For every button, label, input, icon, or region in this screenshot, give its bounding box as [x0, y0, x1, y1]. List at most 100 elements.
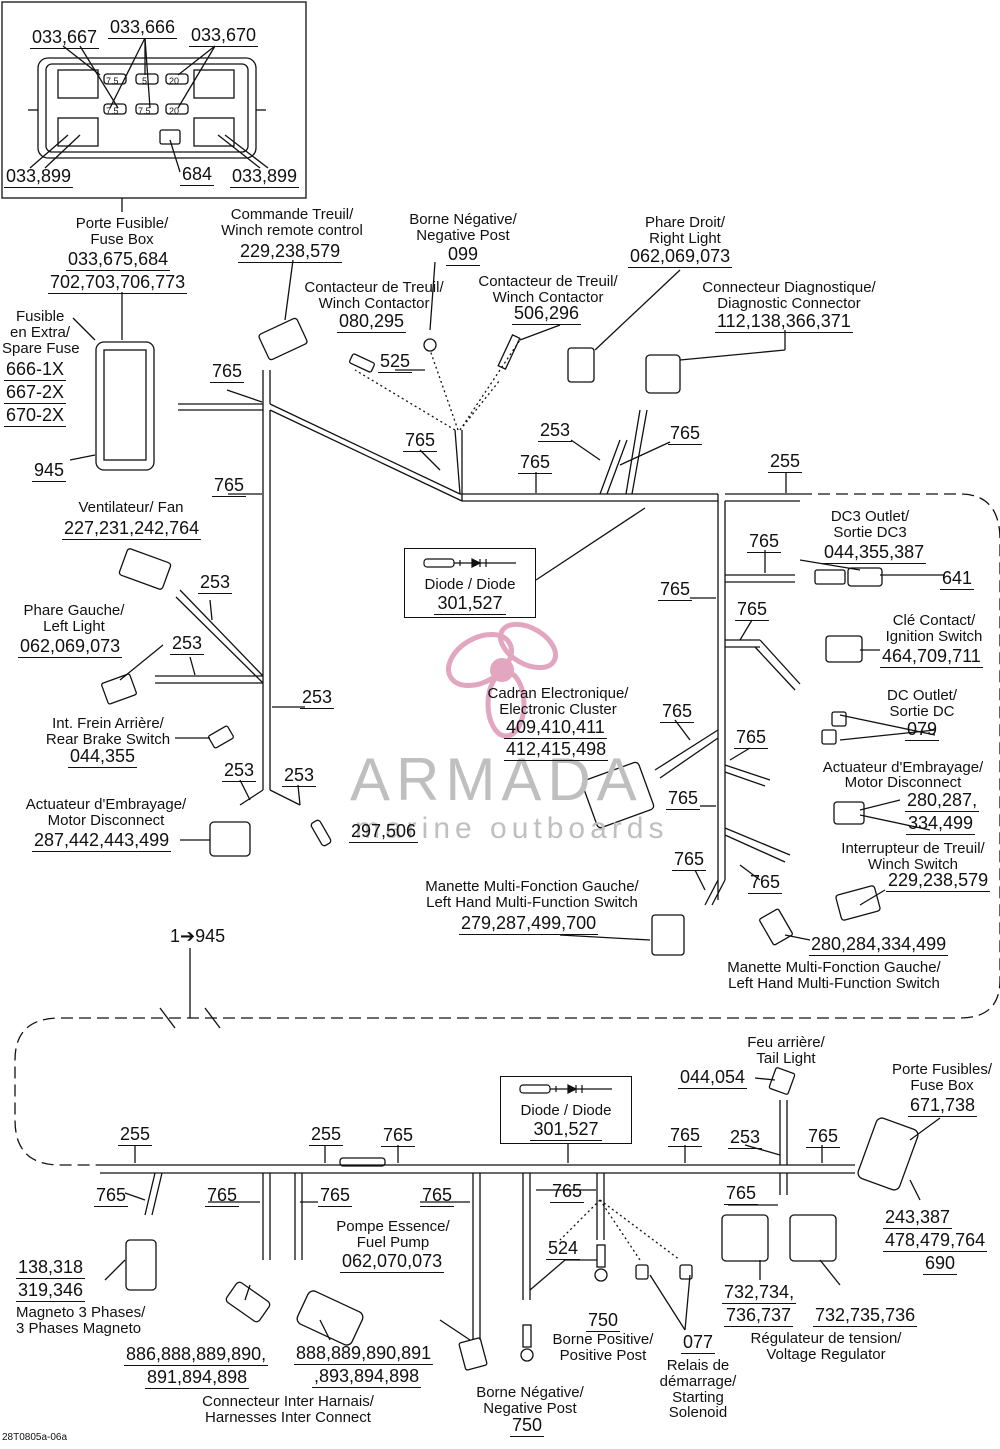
magneto-connector — [125, 1239, 157, 1291]
inter-connect-parts-3: 888,889,890,891 — [294, 1343, 434, 1365]
fan-connector — [118, 548, 172, 590]
rear-brake-parts: 044,355 — [68, 746, 138, 768]
neg-post-rear-label-fr: Borne Négative/ — [476, 1384, 584, 1401]
magneto-label-fr: Magneto 3 Phases/ — [16, 1304, 146, 1321]
harness-765: 765 — [212, 475, 247, 497]
diode-rear-box: Diode / Diode 301,527 — [500, 1076, 632, 1144]
diag-label-fr: Connecteur Diagnostique/ — [702, 279, 876, 296]
magneto-parts-2: 319,346 — [16, 1280, 86, 1302]
inset-part-033667: 033,667 — [30, 27, 100, 49]
fuse-box-rear-parts: 671,738 — [908, 1095, 978, 1117]
right-light-label-en: Right Light — [649, 230, 721, 247]
clutch-parts: 287,442,443,499 — [32, 830, 172, 852]
fuse-box-rear-extra-3: 690 — [923, 1253, 958, 1275]
right-light-label-fr: Phare Droit/ — [644, 214, 726, 231]
harness-765: 765 — [403, 430, 438, 452]
regulator-connector-2 — [789, 1214, 837, 1262]
dc-label-fr: DC Outlet/ — [886, 687, 958, 704]
fuse-marking: 20 — [169, 106, 180, 116]
fuse-marking: 20 — [169, 76, 180, 86]
solenoid-label-4: Solenoid — [668, 1404, 728, 1421]
figure-ref: 28T0805a-06a — [2, 1432, 68, 1443]
part-297-506: 297,506 — [349, 821, 419, 843]
tail-light-parts: 044,054 — [678, 1067, 748, 1089]
harness-765: 765 — [666, 788, 701, 810]
lh-switch-1-label-en: Left Hand Multi-Function Switch — [426, 894, 638, 911]
spare-fuse-label-2: en Extra/ — [10, 324, 71, 341]
regulator-parts-1: 732,734, — [722, 1282, 797, 1304]
pos-post-label-en: Positive Post — [559, 1347, 647, 1364]
harness-765: 765 — [420, 1185, 455, 1207]
harness-765: 765 — [724, 1183, 759, 1205]
inter-connect-parts-2: 891,894,898 — [145, 1367, 250, 1389]
clutch-connector — [209, 821, 251, 857]
harness-765: 765 — [210, 361, 245, 383]
diag-parts: 112,138,366,371 — [715, 311, 853, 333]
harness-765: 765 — [518, 452, 553, 474]
winch-contactor-2-parts: 506,296 — [512, 303, 582, 325]
fuse-box-rear-extra-2: 478,479,764 — [883, 1230, 988, 1252]
motor-disc-r-label-en: Motor Disconnect — [844, 774, 962, 791]
inter-connect-parts-1: 886,888,889,890, — [124, 1344, 269, 1366]
motor-disc-r-label-fr: Actuateur d'Embrayage/ — [822, 759, 984, 776]
right-light-parts: 062,069,073 — [628, 246, 733, 268]
neg-post-rear-parts: 750 — [510, 1415, 545, 1437]
cluster-connector — [581, 761, 655, 829]
harness-255: 255 — [768, 451, 803, 473]
leader-lines — [69, 259, 945, 1341]
magneto-label-en: 3 Phases Magneto — [16, 1320, 142, 1337]
fuse-box-label-en: Fuse Box — [90, 231, 154, 248]
harness-525: 525 — [378, 351, 413, 373]
harness-765: 765 — [734, 727, 769, 749]
cluster-label-fr: Cadran Electronique/ — [487, 685, 629, 702]
winch-contactor-2-label-en: Winch Contactor — [492, 289, 604, 306]
regulator-parts-3: 732,735,736 — [813, 1305, 918, 1327]
spare-fuse-parts-2: 667-2X — [4, 382, 67, 404]
watermark-subtitle: marine outboards — [355, 812, 669, 845]
winch-remote-connector — [258, 317, 308, 361]
dc3-parts: 044,355,387 — [822, 542, 927, 564]
fuse-box-rear-label-en: Fuse Box — [910, 1077, 974, 1094]
inter-connect-connector — [296, 1290, 364, 1346]
solenoid-label-2: démarrage/ — [659, 1373, 737, 1390]
fuse-box-parts-1: 033,675,684 — [66, 249, 171, 271]
fuel-pump-label-fr: Pompe Essence/ — [336, 1218, 450, 1235]
fan-label: Ventilateur/ Fan — [78, 499, 184, 516]
left-light-parts: 062,069,073 — [18, 636, 123, 658]
solenoid-label-3: Starting — [672, 1389, 724, 1406]
regulator-label-en: Voltage Regulator — [766, 1346, 886, 1363]
spare-fuse-parts-1: 666-1X — [4, 359, 67, 381]
harness-253: 253 — [728, 1127, 763, 1149]
harness-765: 765 — [205, 1185, 240, 1207]
harness-765: 765 — [658, 579, 693, 601]
fuse-inset-frame — [1, 1, 307, 199]
spare-fuse-parts-3: 670-2X — [4, 405, 67, 427]
pos-post-label-fr: Borne Positive/ — [552, 1331, 654, 1348]
winch-remote-label-en: Winch remote control — [221, 222, 363, 239]
harness-765: 765 — [668, 1125, 703, 1147]
dc3-label-en: Sortie DC3 — [833, 524, 907, 541]
lh-switch-1-parts: 279,287,499,700 — [459, 913, 599, 935]
left-light-connector — [101, 673, 137, 705]
solenoid-parts: 077 — [681, 1332, 716, 1354]
neg-post-parts: 099 — [446, 244, 481, 266]
winch-switch-parts: 229,238,579 — [886, 870, 991, 892]
harness-765: 765 — [94, 1185, 129, 1207]
rear-brake-label-fr: Int. Frein Arrière/ — [52, 715, 164, 732]
harness-253: 253 — [198, 572, 233, 594]
diode-rear-parts: 301,527 — [530, 1119, 602, 1141]
neg-post-label-fr: Borne Négative/ — [409, 211, 517, 228]
fuel-pump-label-en: Fuel Pump — [356, 1234, 430, 1251]
harness-765: 765 — [747, 531, 782, 553]
harness-765: 765 — [550, 1181, 585, 1203]
harness-253: 253 — [170, 633, 205, 655]
pos-post-parts: 750 — [586, 1310, 621, 1332]
left-light-label-fr: Phare Gauche/ — [23, 602, 125, 619]
winch-switch-label-en: Winch Switch — [867, 856, 959, 873]
lh-switch-2-parts: 280,284,334,499 — [809, 934, 949, 956]
watermark-logo-icon — [446, 621, 558, 739]
fuse-marking: 7.5 — [106, 76, 119, 86]
fuse-box-front-icon — [95, 341, 155, 471]
fuel-pump-parts: 062,070,073 — [340, 1251, 445, 1273]
